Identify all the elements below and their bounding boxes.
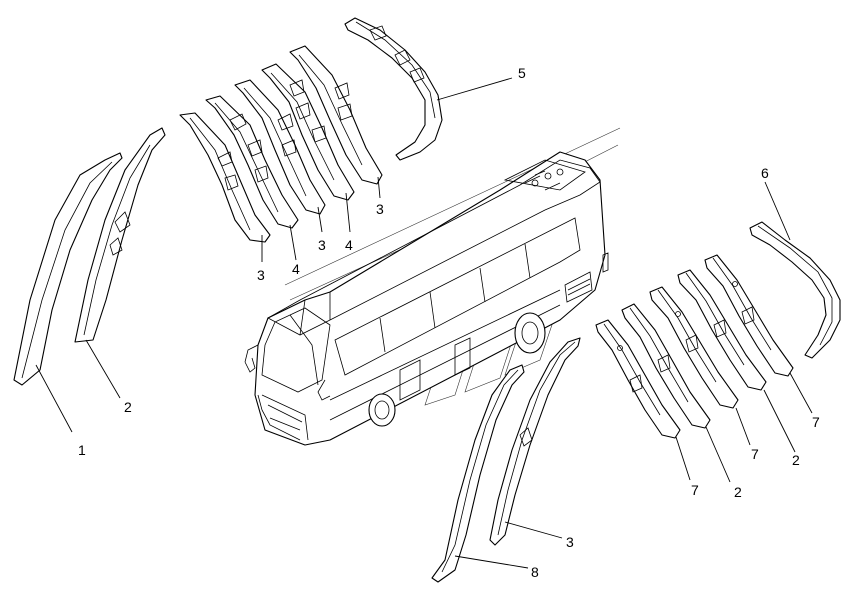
part-1-pillar: [13, 152, 123, 386]
callout-7-a: 7: [691, 482, 699, 498]
part-3-pillar-d: [489, 337, 581, 546]
callout-3-c: 3: [376, 201, 384, 217]
callout-1: 1: [78, 442, 86, 458]
bus-illustration: [244, 127, 621, 446]
leader-lines: [35, 77, 813, 569]
bus-rear-wheel: [514, 312, 546, 354]
part-4-pillar-b: [261, 63, 355, 201]
part-3-pillar-b: [234, 79, 326, 215]
callout-6: 6: [761, 165, 769, 181]
part-4-pillar-a: [205, 95, 299, 229]
callout-2-b: 2: [734, 484, 742, 500]
part-7-pillar-b: [649, 286, 739, 409]
callout-2-c: 2: [792, 452, 800, 468]
callout-7-b: 7: [751, 446, 759, 462]
part-2-pillar: [74, 127, 166, 343]
part-7-pillar-a: [595, 319, 681, 439]
part-2-pillar-b: [621, 303, 711, 429]
bus-body: [254, 151, 606, 446]
callout-4-a: 4: [292, 261, 300, 277]
part-7-pillar-c: [704, 254, 794, 377]
callout-3-d: 3: [566, 534, 574, 550]
callout-8: 8: [531, 564, 539, 580]
part-5-trim: [344, 17, 443, 161]
callout-3-a: 3: [257, 267, 265, 283]
callout-2-left: 2: [124, 399, 132, 415]
callout-5: 5: [518, 65, 526, 81]
callout-7-c: 7: [812, 414, 820, 430]
part-8-pillar: [431, 364, 525, 583]
part-2-pillar-c: [677, 269, 767, 391]
part-3-pillar-a: [179, 112, 271, 243]
callout-labels: 1 2 3 4 3 4 3 5 6 7 2 7 2 7 3 8: [78, 65, 820, 580]
part-6-trim: [749, 221, 841, 359]
bus-windshield: [261, 307, 331, 393]
bus-front-wheel: [368, 393, 396, 427]
part-3-pillar-c: [289, 45, 383, 185]
callout-4-b: 4: [345, 237, 353, 253]
bus-side-windows: [334, 217, 581, 376]
callout-3-b: 3: [318, 237, 326, 253]
